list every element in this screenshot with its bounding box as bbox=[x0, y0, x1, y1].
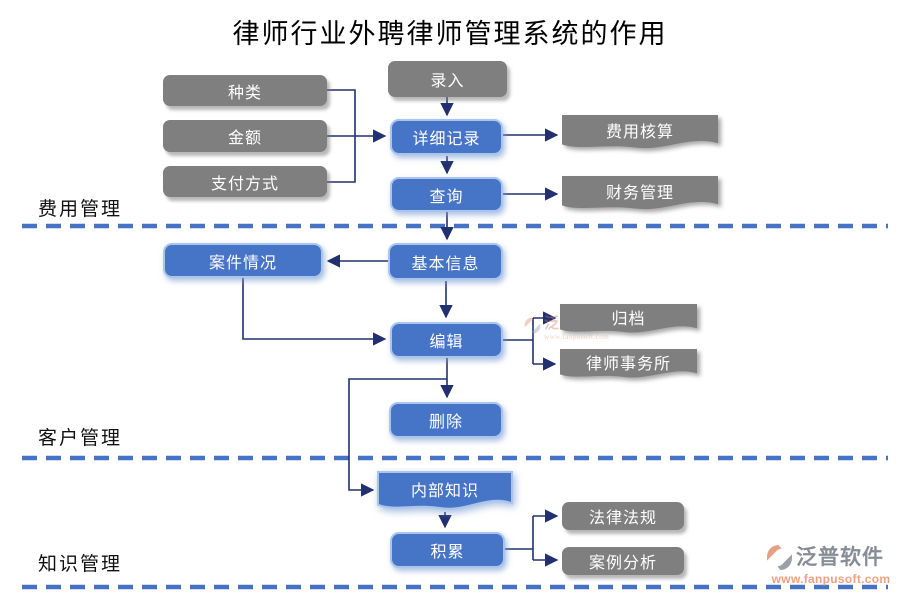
node-laws-regulations: 法律法规 bbox=[562, 502, 684, 530]
node-archive-label: 归档 bbox=[611, 310, 646, 328]
node-delete: 删除 bbox=[389, 402, 503, 438]
node-query-label: 查询 bbox=[429, 188, 464, 206]
edge-case-edit bbox=[242, 278, 387, 346]
node-law-firm: 律师事务所 bbox=[560, 349, 697, 380]
node-fee-accounting: 费用核算 bbox=[562, 115, 718, 151]
node-accumulate: 积累 bbox=[390, 532, 505, 568]
section-label-fee-management: 费用管理 bbox=[38, 199, 123, 220]
brand-logo: 泛普软件 www.fanpusoft.com bbox=[766, 544, 896, 585]
node-amount: 金额 bbox=[163, 120, 327, 152]
node-type-label: 种类 bbox=[227, 84, 262, 102]
node-law-firm-label: 律师事务所 bbox=[585, 355, 671, 373]
document-shape bbox=[562, 115, 718, 149]
node-basic-info: 基本信息 bbox=[388, 243, 503, 280]
node-detailed-record: 详细记录 bbox=[390, 119, 503, 155]
node-internal-knowledge: 内部知识 bbox=[376, 471, 514, 512]
document-shape bbox=[376, 471, 514, 510]
flow-edges bbox=[242, 89, 559, 567]
node-laws-regulations-label: 法律法规 bbox=[588, 510, 657, 527]
node-case-situation: 案件情况 bbox=[163, 243, 323, 278]
node-detailed-record-label: 详细记录 bbox=[412, 131, 481, 148]
node-financial-management: 财务管理 bbox=[562, 176, 718, 212]
node-amount-label: 金额 bbox=[227, 130, 262, 147]
node-entry-label: 录入 bbox=[430, 73, 465, 90]
section-label-customer-management: 客户管理 bbox=[38, 428, 123, 449]
node-case-situation-label: 案件情况 bbox=[208, 254, 277, 272]
document-shape bbox=[560, 304, 697, 333]
node-financial-management-label: 财务管理 bbox=[605, 185, 674, 202]
section-label-knowledge-management: 知识管理 bbox=[38, 554, 123, 575]
brand-name: 泛普软件 bbox=[796, 546, 884, 569]
node-internal-knowledge-label: 内部知识 bbox=[410, 483, 479, 500]
node-delete-label: 删除 bbox=[428, 414, 463, 431]
node-fee-accounting-label: 费用核算 bbox=[605, 124, 674, 141]
node-query: 查询 bbox=[390, 177, 503, 212]
document-shape bbox=[562, 176, 718, 210]
node-archive: 归档 bbox=[560, 304, 697, 335]
node-payment-method: 支付方式 bbox=[163, 166, 327, 197]
page-title: 律师行业外聘律师管理系统的作用 bbox=[232, 19, 668, 49]
brand-logo-icon bbox=[767, 545, 792, 570]
section-dividers bbox=[22, 223, 888, 590]
node-edit: 编辑 bbox=[390, 322, 503, 358]
edge-edit-internal bbox=[348, 378, 447, 497]
watermark-logo-icon bbox=[524, 317, 541, 334]
brand-url: www.fanpusoft.com bbox=[771, 572, 891, 586]
edge-accum-branch bbox=[505, 516, 534, 560]
node-case-analysis: 案例分析 bbox=[562, 547, 684, 575]
node-basic-info-label: 基本信息 bbox=[411, 255, 480, 273]
node-case-analysis-label: 案例分析 bbox=[588, 555, 657, 572]
document-shape bbox=[560, 349, 697, 378]
edge-edit-branch bbox=[503, 318, 534, 364]
node-type: 种类 bbox=[163, 75, 327, 106]
node-accumulate-label: 积累 bbox=[430, 544, 465, 561]
node-entry: 录入 bbox=[388, 61, 507, 97]
node-payment-method-label: 支付方式 bbox=[210, 175, 279, 193]
node-edit-label: 编辑 bbox=[429, 334, 464, 351]
watermark-url: www.fanpusoft.com bbox=[544, 333, 610, 341]
